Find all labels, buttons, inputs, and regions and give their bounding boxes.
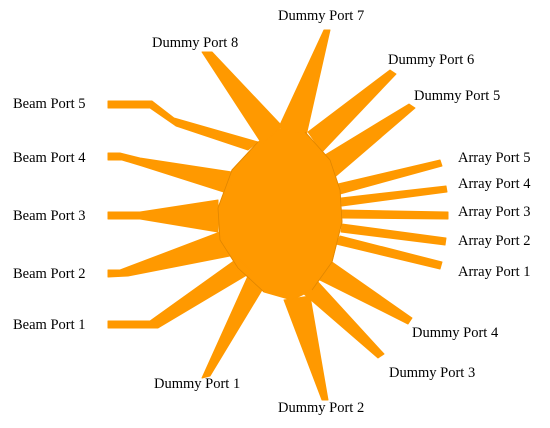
label-dummy-port-6: Dummy Port 6 bbox=[388, 52, 474, 68]
dummy-port-1-line bbox=[201, 275, 263, 379]
label-array-port-1: Array Port 1 bbox=[458, 264, 531, 280]
label-dummy-port-1: Dummy Port 1 bbox=[154, 376, 240, 392]
label-beam-port-5: Beam Port 5 bbox=[13, 96, 86, 112]
facet-right bbox=[304, 131, 343, 291]
label-dummy-port-3: Dummy Port 3 bbox=[389, 365, 475, 381]
label-array-port-2: Array Port 2 bbox=[458, 233, 531, 249]
array-port-2-line bbox=[340, 223, 447, 246]
dummy-port-5-line bbox=[324, 103, 416, 177]
label-beam-port-2: Beam Port 2 bbox=[13, 266, 86, 282]
facet-left bbox=[217, 141, 265, 293]
label-beam-port-3: Beam Port 3 bbox=[13, 208, 86, 224]
array-port-3-line bbox=[341, 209, 449, 220]
array-port-5-line bbox=[337, 159, 443, 195]
label-beam-port-4: Beam Port 4 bbox=[13, 150, 86, 166]
beam-port-4-line bbox=[107, 152, 233, 195]
label-dummy-port-4: Dummy Port 4 bbox=[412, 325, 499, 341]
dummy-port-3-line bbox=[303, 281, 385, 359]
array-port-4-line bbox=[340, 185, 448, 207]
label-dummy-port-8: Dummy Port 8 bbox=[152, 35, 238, 51]
dummy-port-2-line bbox=[283, 295, 329, 401]
beam-port-5-line bbox=[107, 100, 259, 151]
label-array-port-5: Array Port 5 bbox=[458, 150, 531, 166]
lens-facets bbox=[217, 131, 343, 293]
beam-port-3-line bbox=[107, 199, 219, 233]
label-dummy-port-2: Dummy Port 2 bbox=[278, 400, 364, 416]
lens-shape bbox=[107, 29, 449, 401]
port-labels: Beam Port 5 Beam Port 4 Beam Port 3 Beam… bbox=[13, 8, 531, 416]
label-array-port-4: Array Port 4 bbox=[458, 176, 531, 192]
beam-port-1-line bbox=[107, 257, 253, 329]
dummy-port-4-line bbox=[319, 261, 413, 325]
beam-port-2-line bbox=[107, 231, 231, 278]
label-dummy-port-7: Dummy Port 7 bbox=[278, 8, 364, 24]
dummy-port-7-line bbox=[278, 29, 331, 137]
label-array-port-3: Array Port 3 bbox=[458, 204, 531, 220]
label-beam-port-1: Beam Port 1 bbox=[13, 317, 86, 333]
label-dummy-port-5: Dummy Port 5 bbox=[414, 88, 500, 104]
